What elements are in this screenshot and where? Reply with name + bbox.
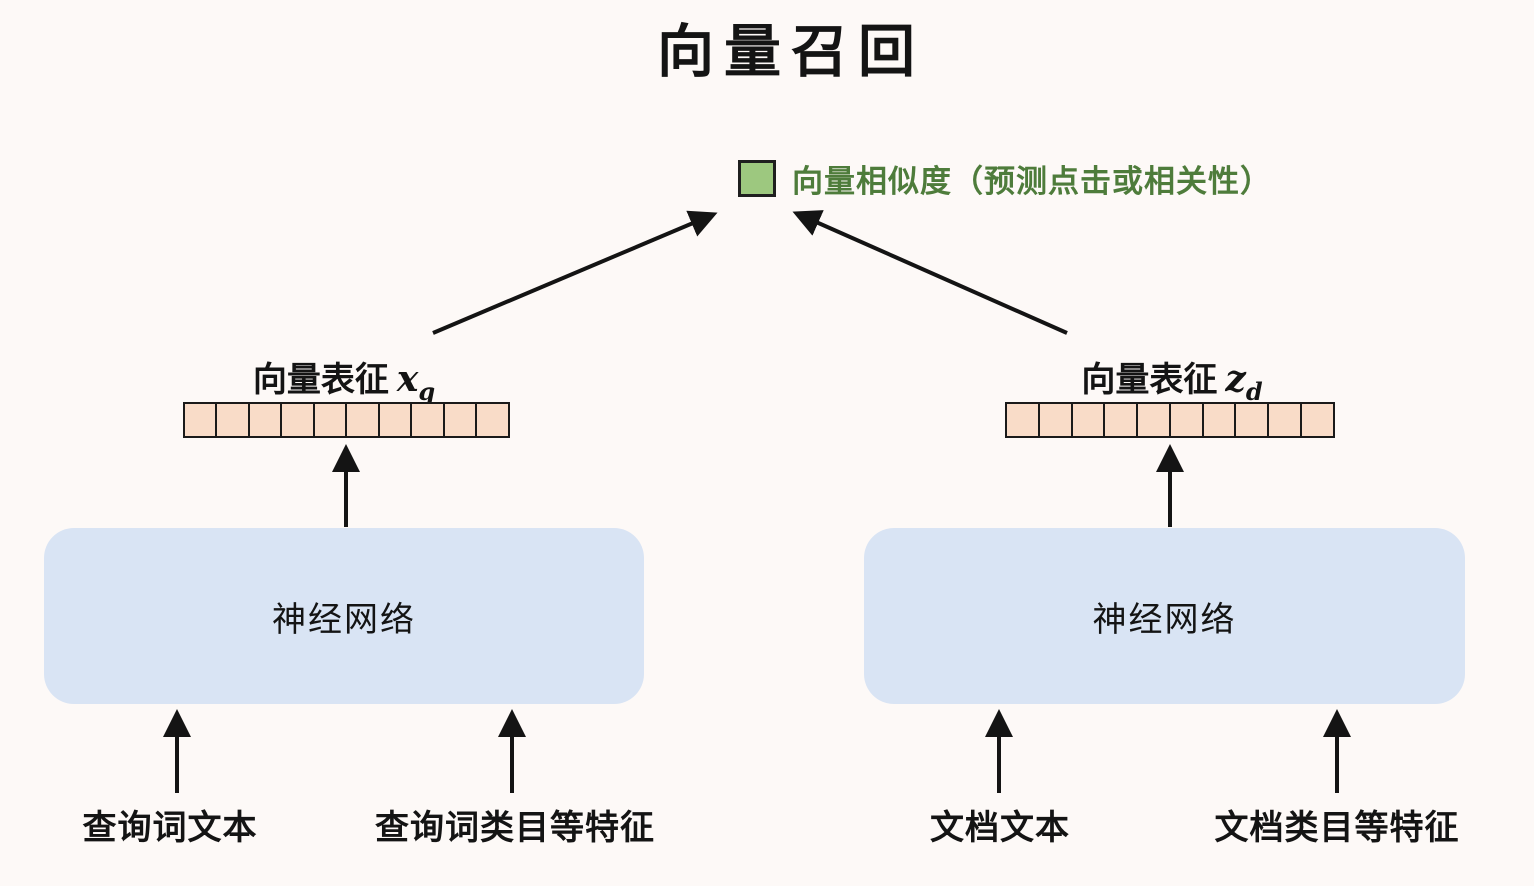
doc-vector-symbol: z — [1225, 358, 1246, 400]
vector-cell — [183, 402, 218, 438]
page-title: 向量召回 — [657, 19, 925, 85]
vector-cell — [410, 402, 446, 438]
query-network-label: 神经网络 — [272, 600, 416, 639]
query-features-input-label: 查询词类目等特征 — [375, 809, 655, 847]
arrow-doc-vector-to-similarity — [792, 210, 1068, 335]
vector-cell — [1037, 402, 1073, 438]
vector-cell — [1005, 402, 1041, 438]
vector-cell — [280, 402, 316, 438]
query-network-box: 神经网络 — [44, 528, 644, 704]
doc-network-label: 神经网络 — [1092, 600, 1237, 639]
arrow-query-vector-to-similarity — [432, 210, 718, 335]
vector-cell — [377, 402, 413, 438]
vector-cell — [1299, 402, 1335, 438]
vector-cell — [247, 402, 283, 438]
similarity-square-icon — [738, 160, 776, 197]
vector-cell — [1267, 402, 1303, 438]
vector-cell — [1168, 402, 1204, 438]
query-vector-symbol: x — [396, 358, 419, 400]
doc-text-input-label: 文档文本 — [930, 809, 1070, 847]
vector-cell — [1136, 402, 1172, 438]
vector-cell — [1234, 402, 1270, 438]
query-text-input-label: 查询词文本 — [82, 809, 258, 847]
vector-cell — [312, 402, 348, 438]
query-embedding-vector — [183, 402, 511, 438]
vector-cell — [1201, 402, 1237, 438]
vector-cell — [1103, 402, 1139, 438]
query-vector-subscript: q — [418, 377, 436, 406]
vector-cell — [215, 402, 251, 438]
query-vector-label-text: 向量表征 — [252, 361, 389, 399]
doc-network-box: 神经网络 — [864, 528, 1465, 704]
doc-vector-label-text: 向量表征 — [1081, 361, 1218, 399]
vector-cell — [475, 402, 511, 438]
doc-features-input-label: 文档类目等特征 — [1214, 809, 1460, 847]
vector-cell — [345, 402, 381, 438]
vector-cell — [1070, 402, 1106, 438]
doc-embedding-vector — [1005, 402, 1335, 438]
vector-cell — [442, 402, 478, 438]
doc-vector-subscript: d — [1245, 377, 1263, 406]
similarity-label: 向量相似度（预测点击或相关性） — [792, 164, 1272, 199]
similarity-legend: 向量相似度（预测点击或相关性） — [738, 156, 1272, 201]
